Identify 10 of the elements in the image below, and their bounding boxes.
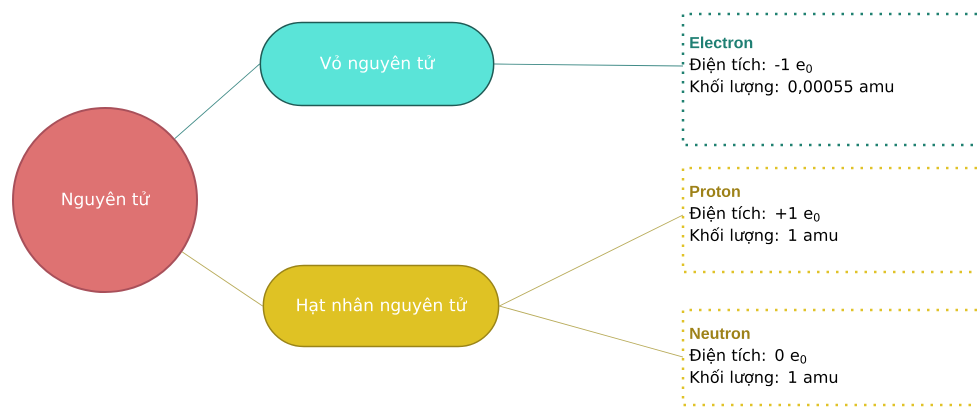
connector-line [182, 251, 264, 306]
connector-line [498, 306, 684, 358]
branch-pill: Vỏ nguyên tử [260, 22, 494, 106]
branch-pill: Hạt nhân nguyên tử [262, 264, 500, 348]
connector-line [498, 214, 684, 306]
connector-line [494, 64, 684, 66]
info-box: Electron Điện tích: -1 e$_{0}$ Khối lượng: 0,00055 amu [682, 12, 977, 146]
connector-line [174, 64, 260, 140]
info-box: Proton Điện tích: +1 e$_{0}$ Khối lượng: 1 amu [682, 166, 977, 274]
info-box: Neutron Điện tích: 0 e$_{0}$ Khối lượng: 1 amu [682, 308, 977, 406]
